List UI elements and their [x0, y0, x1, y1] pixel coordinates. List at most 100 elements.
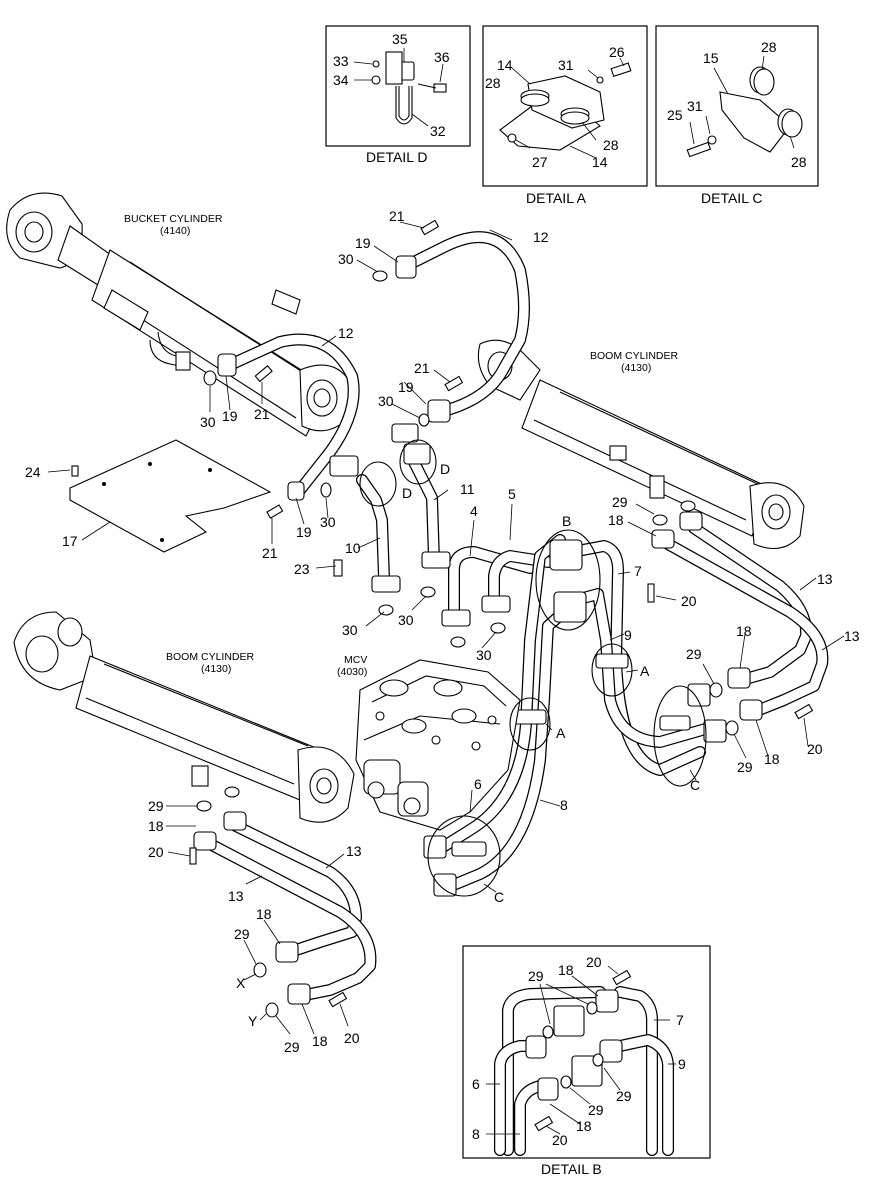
- detail-b-label-18-top: 18: [558, 962, 574, 978]
- label-11: 11: [460, 481, 475, 497]
- detail-d-label-36: 36: [434, 49, 450, 65]
- detail-d-label-34: 34: [333, 72, 349, 88]
- boom-cylinder-right-label: BOOM CYLINDER: [590, 350, 679, 362]
- detail-b-label-20-top: 20: [586, 954, 602, 970]
- detail-c-label-28-bottom: 28: [791, 154, 807, 170]
- label-21-b: 21: [254, 406, 270, 422]
- boom-cylinder-left-label: BOOM CYLINDER: [166, 651, 255, 663]
- label-13-a: 13: [817, 571, 833, 587]
- label-30-f: 30: [398, 612, 414, 628]
- label-c-right: C: [690, 777, 700, 793]
- detail-d-label-33: 33: [333, 53, 349, 69]
- label-y: Y: [248, 1013, 258, 1029]
- detail-c-caption: DETAIL C: [701, 190, 762, 206]
- label-19-d: 19: [296, 524, 312, 540]
- label-b: B: [562, 513, 571, 529]
- detail-d-label-35: 35: [392, 31, 408, 47]
- detail-a-caption: DETAIL A: [526, 190, 587, 206]
- detail-b-label-7: 7: [676, 1012, 684, 1028]
- label-29-e: 29: [234, 926, 250, 942]
- label-c-bottom: C: [494, 889, 504, 905]
- label-18-d: 18: [148, 818, 164, 834]
- label-19-a: 19: [355, 235, 371, 251]
- detail-b-label-29-right: 29: [616, 1088, 632, 1104]
- detail-b-label-18-bottom: 18: [576, 1118, 592, 1134]
- detail-b-label-29-top: 29: [528, 968, 544, 984]
- detail-d-caption: DETAIL D: [366, 149, 427, 165]
- label-d-left: D: [402, 485, 412, 501]
- label-12-b: 12: [338, 325, 354, 341]
- label-30-b: 30: [200, 414, 216, 430]
- bolts: [189, 219, 814, 1008]
- label-12-a: 12: [533, 229, 549, 245]
- label-30-g: 30: [476, 647, 492, 663]
- label-19-b: 19: [222, 408, 238, 424]
- label-30-a: 30: [338, 251, 354, 267]
- label-7: 7: [634, 563, 642, 579]
- detail-a-label-28-left: 28: [485, 75, 501, 91]
- label-20-b: 20: [807, 741, 823, 757]
- label-18-b: 18: [736, 623, 752, 639]
- detail-b-label-29-center: 29: [588, 1102, 604, 1118]
- mcv-label: MCV: [344, 654, 367, 666]
- detail-callouts: [359, 439, 707, 897]
- label-d-right: D: [440, 461, 450, 477]
- label-23: 23: [294, 561, 310, 577]
- detail-a-label-28-right: 28: [603, 137, 619, 153]
- detail-c-label-25: 25: [667, 107, 683, 123]
- cover-plate: [47, 439, 272, 553]
- detail-c-label-31: 31: [687, 98, 703, 114]
- label-30-d: 30: [320, 514, 336, 530]
- label-5: 5: [508, 486, 516, 502]
- label-4: 4: [470, 503, 478, 519]
- label-9: 9: [624, 627, 632, 643]
- label-20-c: 20: [148, 844, 164, 860]
- detail-b-label-8: 8: [472, 1126, 480, 1142]
- label-29-a: 29: [612, 494, 628, 510]
- detail-a-panel: 26 31 14 28 28 27 14: [482, 25, 648, 187]
- label-x: X: [236, 975, 246, 991]
- label-a-center: A: [556, 725, 566, 741]
- detail-b-panel: 20 29 18 7 6 9 29 29 8 18 20: [462, 945, 711, 1159]
- label-30-e: 30: [342, 622, 358, 638]
- detail-c-label-15: 15: [703, 50, 719, 66]
- label-24: 24: [25, 464, 41, 480]
- detail-d-label-32: 32: [430, 123, 446, 139]
- main-labels: 21 12 19 30 12 30 19 21 21 19 30 24 17 D…: [25, 208, 860, 1055]
- label-30-c: 30: [378, 393, 394, 409]
- label-18-f: 18: [312, 1033, 328, 1049]
- detail-a-label-31: 31: [558, 57, 574, 73]
- label-19-c: 19: [398, 379, 414, 395]
- detail-b-label-6: 6: [472, 1076, 480, 1092]
- detail-a-label-14-bottom: 14: [592, 154, 608, 170]
- mcv-valve: [355, 659, 521, 831]
- label-29-c: 29: [737, 759, 753, 775]
- label-29-d: 29: [148, 798, 164, 814]
- bucket-cylinder: [6, 192, 351, 437]
- boom-cylinder-right: [477, 339, 805, 550]
- detail-c-label-28-top: 28: [761, 39, 777, 55]
- label-17: 17: [62, 533, 78, 549]
- boom-cylinder-left: [13, 611, 355, 823]
- label-a-right: A: [640, 663, 650, 679]
- label-18-a: 18: [608, 512, 624, 528]
- label-21-a: 21: [389, 208, 405, 224]
- label-21-c: 21: [414, 360, 430, 376]
- label-29-f: 29: [284, 1039, 300, 1055]
- label-10: 10: [345, 540, 361, 556]
- label-13-b: 13: [844, 628, 860, 644]
- detail-d-panel: 35 33 36 34 32: [325, 25, 471, 147]
- label-18-e: 18: [256, 906, 272, 922]
- o-rings: [196, 270, 739, 1018]
- boom-cylinder-right-code: (4130): [621, 362, 651, 374]
- label-21-d: 21: [262, 545, 278, 561]
- label-13-d: 13: [228, 888, 244, 904]
- bucket-cylinder-code: (4140): [160, 225, 190, 237]
- detail-b-label-9: 9: [678, 1056, 686, 1072]
- detail-a-label-14-top: 14: [497, 57, 513, 73]
- detail-b-label-20-bottom: 20: [552, 1132, 568, 1148]
- label-6: 6: [474, 776, 482, 792]
- leader-lines: [166, 221, 845, 1035]
- label-29-b: 29: [686, 646, 702, 662]
- detail-c-panel: 15 28 31 25 28: [655, 25, 819, 187]
